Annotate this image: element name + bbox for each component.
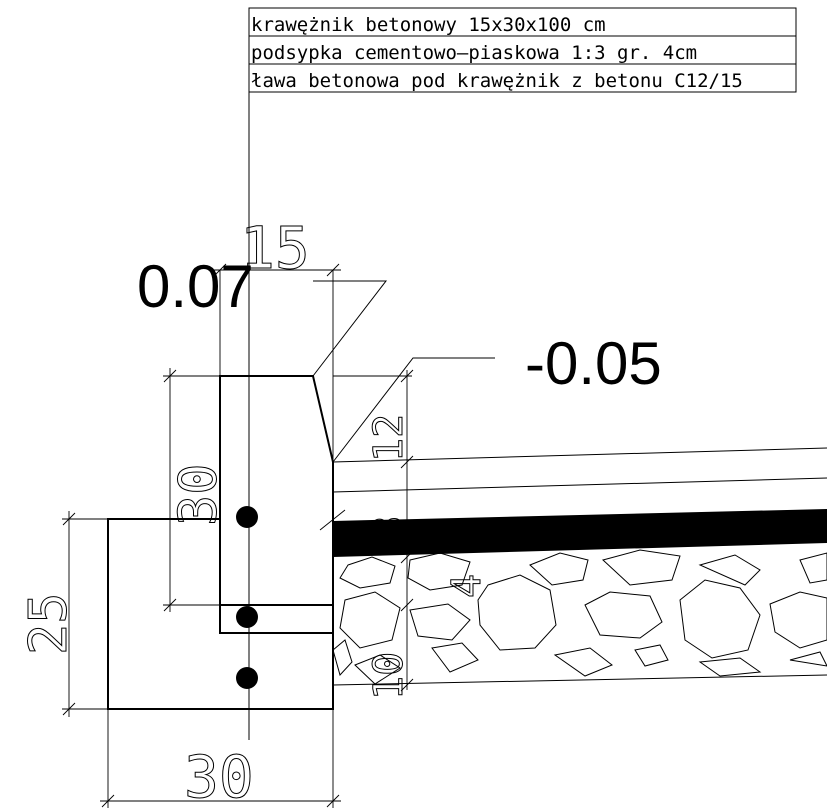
bedding-reference-dot (236, 606, 258, 628)
curb-reference-dot (236, 506, 258, 528)
legend-item-bedding: podsypka cementowo–piaskowa 1:3 gr. 4cm (251, 42, 697, 64)
concrete-curb (219, 375, 334, 606)
foundation-reference-dot (236, 667, 258, 689)
elevation-leaders (312, 280, 495, 463)
dim-foundation-width: 30 (184, 743, 254, 811)
road-layers (332, 447, 827, 686)
dim-layer-middle: 4 (444, 574, 490, 598)
dim-curb-width: 15 (240, 214, 310, 282)
dim-curb-exposure: 12 (366, 414, 412, 462)
legend-item-foundation: ława betonowa pod krawężnik z betonu C12… (251, 70, 743, 92)
legend-item-curb: krawężnik betonowy 15x30x100 cm (251, 14, 606, 36)
elevation-road-surface: -0.05 (525, 330, 662, 397)
dim-layer-upper: 8 (366, 516, 412, 540)
dimension-lines (62, 263, 414, 808)
dimension-texts: 15 30 25 30 12 8 4 10 (19, 214, 491, 811)
dim-foundation-height: 25 (19, 592, 79, 655)
elevation-curb-top: 0.07 (137, 253, 254, 320)
aggregate-base-layer (332, 549, 827, 685)
legend: krawężnik betonowy 15x30x100 cm podsypka… (248, 7, 797, 93)
dim-curb-height: 30 (169, 463, 229, 526)
dim-layer-lower: 10 (366, 652, 412, 700)
